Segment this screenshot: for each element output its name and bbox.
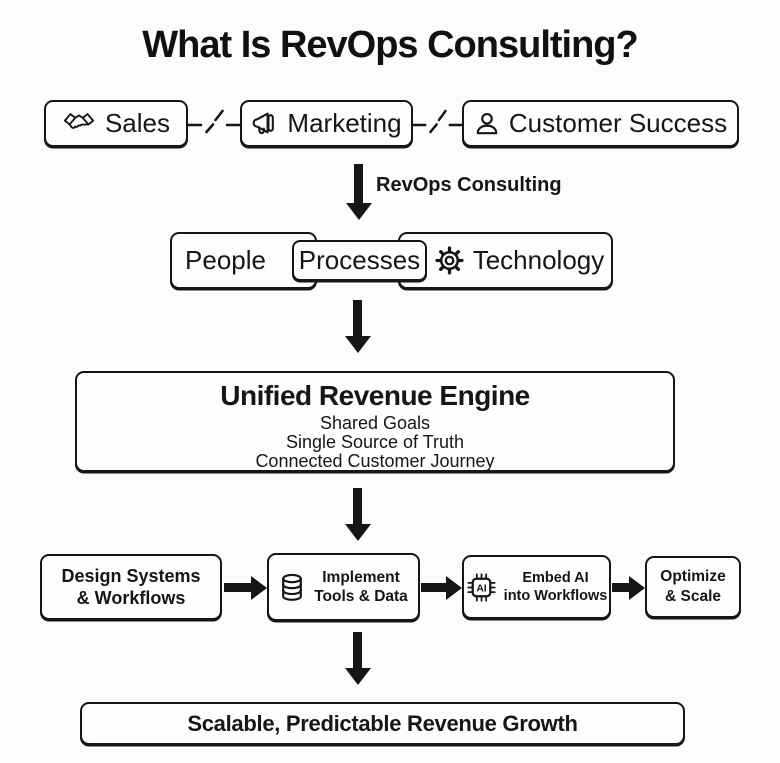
step-line: & Scale [664, 588, 721, 605]
right-arrow [612, 583, 630, 592]
technology-label: Technology [472, 245, 605, 275]
engine-line: Connected Customer Journey [255, 451, 495, 471]
revops-consulting-label: RevOps Consulting [376, 174, 562, 196]
step-line: Design Systems [61, 566, 201, 586]
down-arrow [353, 488, 362, 525]
outcome-label: Scalable, Predictable Revenue Growth [187, 710, 578, 736]
design-systems-box: Design Systems & Workflows [40, 554, 222, 620]
implement-tools-box: Implement Tools & Data [267, 553, 420, 621]
ai-chip-label: AI [476, 583, 486, 594]
step-line: Optimize [660, 568, 726, 585]
sales-label: Sales [104, 108, 171, 138]
customer-success-box: Customer Success [462, 100, 739, 147]
down-arrow [354, 164, 363, 204]
technology-box: Technology [398, 232, 613, 289]
gear-icon [435, 246, 464, 275]
right-arrow [421, 583, 447, 592]
database-icon [279, 573, 305, 602]
step-line: Tools & Data [314, 588, 408, 605]
down-arrow [353, 632, 362, 669]
step-line: Implement [322, 569, 400, 586]
page-title: What Is RevOps Consulting? [142, 24, 638, 66]
step-line: Embed AI [522, 570, 589, 586]
right-arrow [224, 583, 252, 592]
broken-link-icon [413, 108, 462, 139]
marketing-box: Marketing [240, 100, 413, 147]
processes-label: Processes [298, 245, 421, 275]
person-icon [474, 111, 500, 137]
engine-line: Single Source of Truth [285, 432, 465, 452]
processes-box: Processes [292, 240, 427, 281]
engine-title: Unified Revenue Engine [220, 380, 530, 411]
unified-revenue-engine-box: Unified Revenue Engine Shared Goals Sing… [75, 371, 675, 472]
engine-line: Shared Goals [319, 413, 431, 433]
sales-box: Sales [44, 100, 188, 147]
optimize-scale-box: Optimize & Scale [645, 556, 741, 618]
ai-chip-icon: AI [466, 572, 497, 603]
broken-link-icon [188, 108, 240, 139]
outcome-box: Scalable, Predictable Revenue Growth [80, 702, 685, 745]
down-arrow [353, 300, 362, 337]
handshake-icon [62, 111, 96, 136]
marketing-label: Marketing [287, 108, 402, 138]
embed-ai-box: AI Embed AI into Workflows [462, 555, 611, 619]
people-label: People [185, 245, 266, 275]
step-line: & Workflows [76, 588, 186, 608]
customer-success-label: Customer Success [508, 108, 728, 138]
step-line: into Workflows [503, 588, 608, 604]
megaphone-icon [251, 110, 278, 137]
